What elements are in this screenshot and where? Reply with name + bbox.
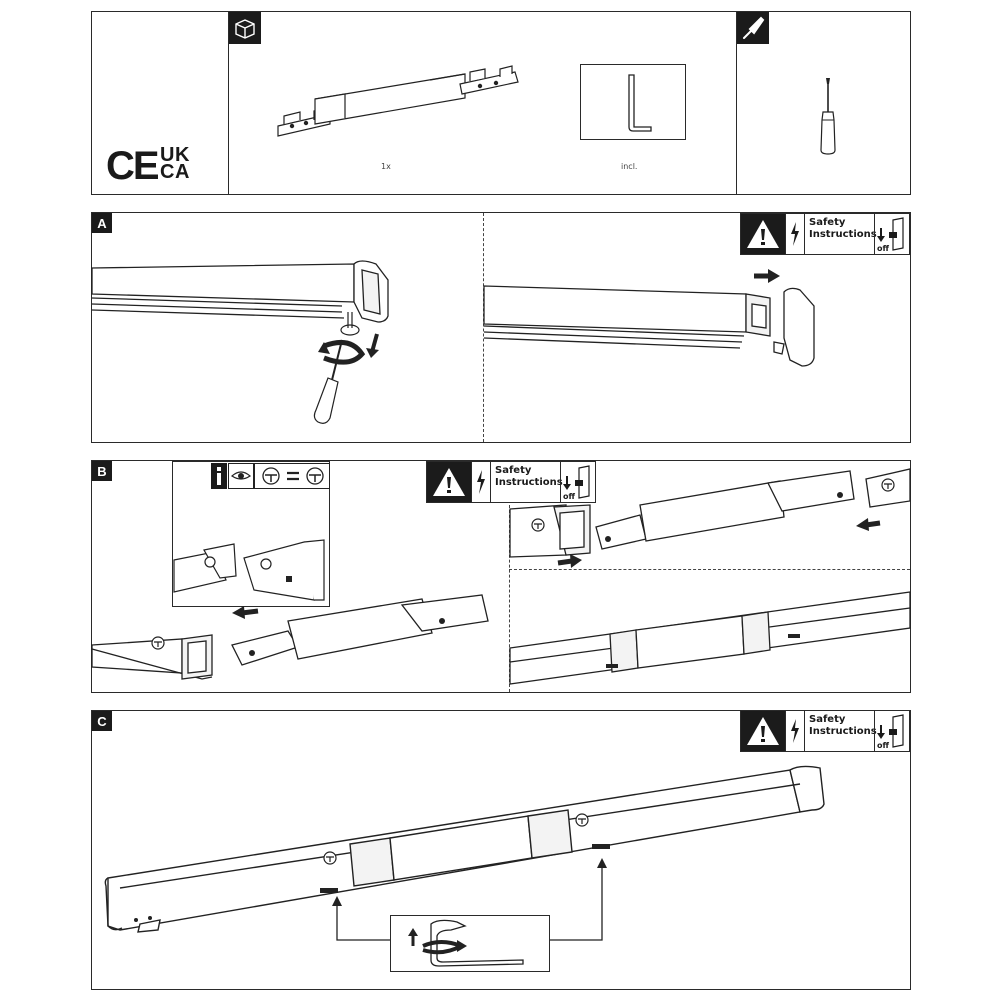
connector-illustration xyxy=(270,65,530,146)
step-c-tighten-detail-box xyxy=(390,915,550,972)
safety-instructions-badge-b: Safety Instructions off xyxy=(426,461,596,503)
info-icon xyxy=(211,463,227,489)
tool-icon-tile xyxy=(737,12,769,44)
screwdriver-illustration xyxy=(812,76,844,156)
warning-triangle-icon xyxy=(741,711,785,751)
step-b-insert-connector-illustration xyxy=(91,594,502,685)
electric-hazard-icon xyxy=(471,462,490,502)
safety-instructions-badge-a: Safety Instructions off xyxy=(740,213,910,255)
electric-hazard-icon xyxy=(785,711,804,751)
eye-icon xyxy=(228,463,254,489)
step-a-tag: A xyxy=(92,213,112,233)
allen-key-icon xyxy=(628,74,652,132)
power-off-switch-icon: off xyxy=(874,214,909,254)
safety-instructions-label: Safety Instructions xyxy=(804,214,877,254)
earth-symbol-match-icon xyxy=(254,463,330,489)
power-off-switch-icon: off xyxy=(874,711,909,751)
safety-instructions-badge-c: Safety Instructions off xyxy=(740,710,910,752)
header-divider-1 xyxy=(228,11,229,195)
step-b-tag: B xyxy=(92,461,112,481)
safety-instructions-label: Safety Instructions xyxy=(490,462,563,502)
step-c-tag: C xyxy=(92,711,112,731)
header-panel xyxy=(91,11,911,195)
step-b-detail-illustration xyxy=(173,539,328,604)
power-off-switch-icon: off xyxy=(560,462,595,502)
safety-instructions-label: Safety Instructions xyxy=(804,711,877,751)
step-b-join-rails-illustration xyxy=(509,465,911,568)
electric-hazard-icon xyxy=(785,214,804,254)
step-c-assembled-rail-illustration xyxy=(100,760,830,940)
step-a-remove-end-cap-illustration xyxy=(483,262,824,372)
header-divider-2 xyxy=(736,11,737,195)
allen-key-box xyxy=(580,64,686,140)
step-b-assembled-illustration xyxy=(509,588,911,688)
step-a-remove-screw-illustration xyxy=(91,250,402,430)
ukca-mark-top: UK xyxy=(160,144,190,166)
box-icon xyxy=(229,12,261,44)
warning-triangle-icon xyxy=(741,214,785,254)
screwdriver-icon xyxy=(743,16,765,39)
ce-mark: CE xyxy=(106,144,160,188)
step-b-divider xyxy=(509,500,510,692)
connector-quantity: 1x xyxy=(381,162,391,171)
allen-key-icon xyxy=(430,919,524,967)
allen-key-quantity: incl. xyxy=(621,162,638,171)
step-b-divider-horizontal xyxy=(509,569,910,570)
step-a-divider xyxy=(483,213,484,442)
warning-triangle-icon xyxy=(427,462,471,502)
ukca-mark-bottom: CA xyxy=(160,161,190,183)
